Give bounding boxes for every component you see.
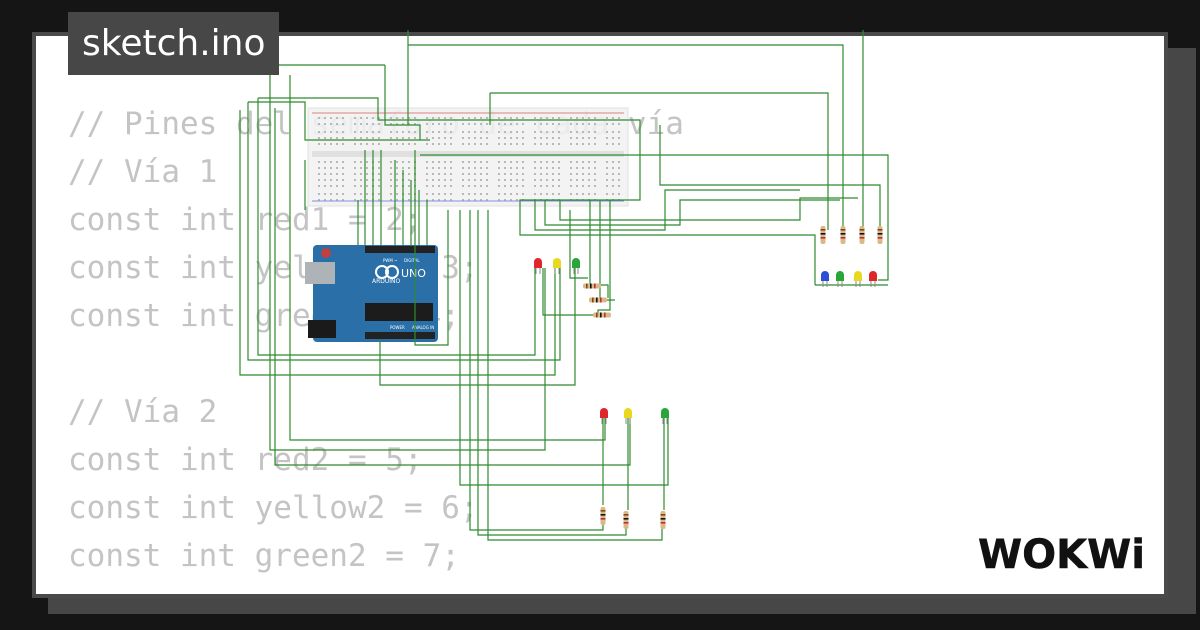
resistor [820,226,826,244]
led [821,271,829,287]
board-power-label: POWER [390,325,405,330]
code-line: // Vía 1 [68,154,218,190]
code-line: const int green2 = 7; [68,538,460,574]
led [553,258,561,274]
resistor [877,226,883,244]
code-line: const int red1 = 2; [68,202,423,238]
led [869,271,877,287]
led [572,258,580,274]
resistor [593,312,611,318]
led [534,258,542,274]
resistor [623,511,629,529]
resistor [600,507,606,525]
resistor [840,226,846,244]
resistors [583,226,883,529]
leds [534,258,877,424]
resistor [589,297,607,303]
resistor [660,511,666,529]
wokwi-logo-text: WOKWi [978,532,1145,578]
board-digital-label: DIGITAL [404,258,420,263]
board-brand: UNO [401,267,426,280]
board-analog-label: ANALOG IN [412,325,434,330]
led [624,408,632,424]
arduino-uno-board: UNO ARDUINO DIGITAL PWM ~ POWER ANALOG I… [305,245,438,342]
resistor [583,283,601,289]
led [600,408,608,424]
led [854,271,862,287]
wokwi-logo: WOKWi [978,532,1145,579]
code-line: // Vía 2 [68,394,218,430]
breadboard [307,107,629,207]
resistor [859,226,865,244]
board-pwm-label: PWM ~ [383,258,397,263]
code-line: const int yellow2 = 6; [68,490,479,526]
board-maker: ARDUINO [372,278,401,285]
led [836,271,844,287]
led [661,408,669,424]
file-name-tab[interactable]: sketch.ino [68,12,280,75]
code-line: const int red2 = 5; [68,442,423,478]
